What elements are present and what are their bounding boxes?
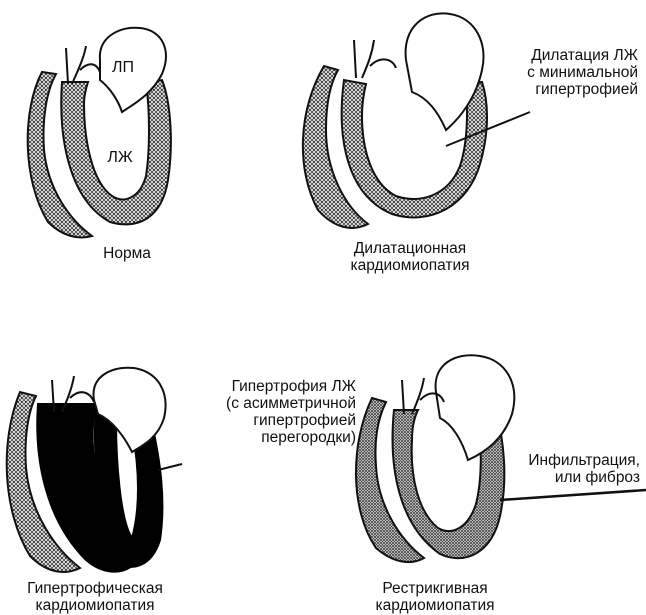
annotation-line: Инфильтрация, [500, 452, 640, 469]
heart-dilated [303, 13, 530, 228]
caption-line: кардиомиопатия [360, 597, 510, 614]
caption-line: Дилатационная [340, 240, 480, 257]
annotation-line: с минимальной [486, 64, 638, 81]
caption-hypertrophic: Гипертрофическая кардиомиопатия [0, 580, 190, 614]
heart-normal [28, 28, 171, 238]
caption-line: кардиомиопатия [340, 257, 480, 274]
caption-line: Рестрикгивная [360, 580, 510, 597]
caption-line: кардиомиопатия [0, 597, 190, 614]
aorta [66, 46, 100, 84]
annotation-line: Гипертрофия ЛЖ [160, 378, 356, 395]
annotation-pointer [500, 490, 646, 500]
caption-normal: Норма [72, 245, 182, 262]
caption-dilated: Дилатационная кардиомиопатия [340, 240, 480, 274]
annotation-line: перегородки) [160, 429, 356, 446]
aorta [354, 40, 396, 78]
caption-line: Норма [72, 245, 182, 262]
annotation-line: (с асимметричной [160, 395, 356, 412]
annotation-line: Дилатация ЛЖ [486, 47, 638, 64]
annotation-restrictive: Инфильтрация, или фиброз [500, 452, 640, 486]
annotation-line: или фиброз [500, 469, 640, 486]
annotation-hypertrophic: Гипертрофия ЛЖ (с асимметричной гипертро… [160, 378, 356, 446]
caption-restrictive: Рестрикгивная кардиомиопатия [360, 580, 510, 614]
lv-label: ЛЖ [107, 149, 133, 166]
caption-line: Гипертрофическая [0, 580, 190, 597]
la-label: ЛП [112, 59, 134, 76]
annotation-line: гипертрофией [160, 412, 356, 429]
annotation-dilated: Дилатация ЛЖ с минимальной гипертрофией [486, 47, 638, 98]
heart-hypertrophic [7, 368, 182, 572]
annotation-line: гипертрофией [486, 81, 638, 98]
annotation-pointer [158, 464, 182, 470]
